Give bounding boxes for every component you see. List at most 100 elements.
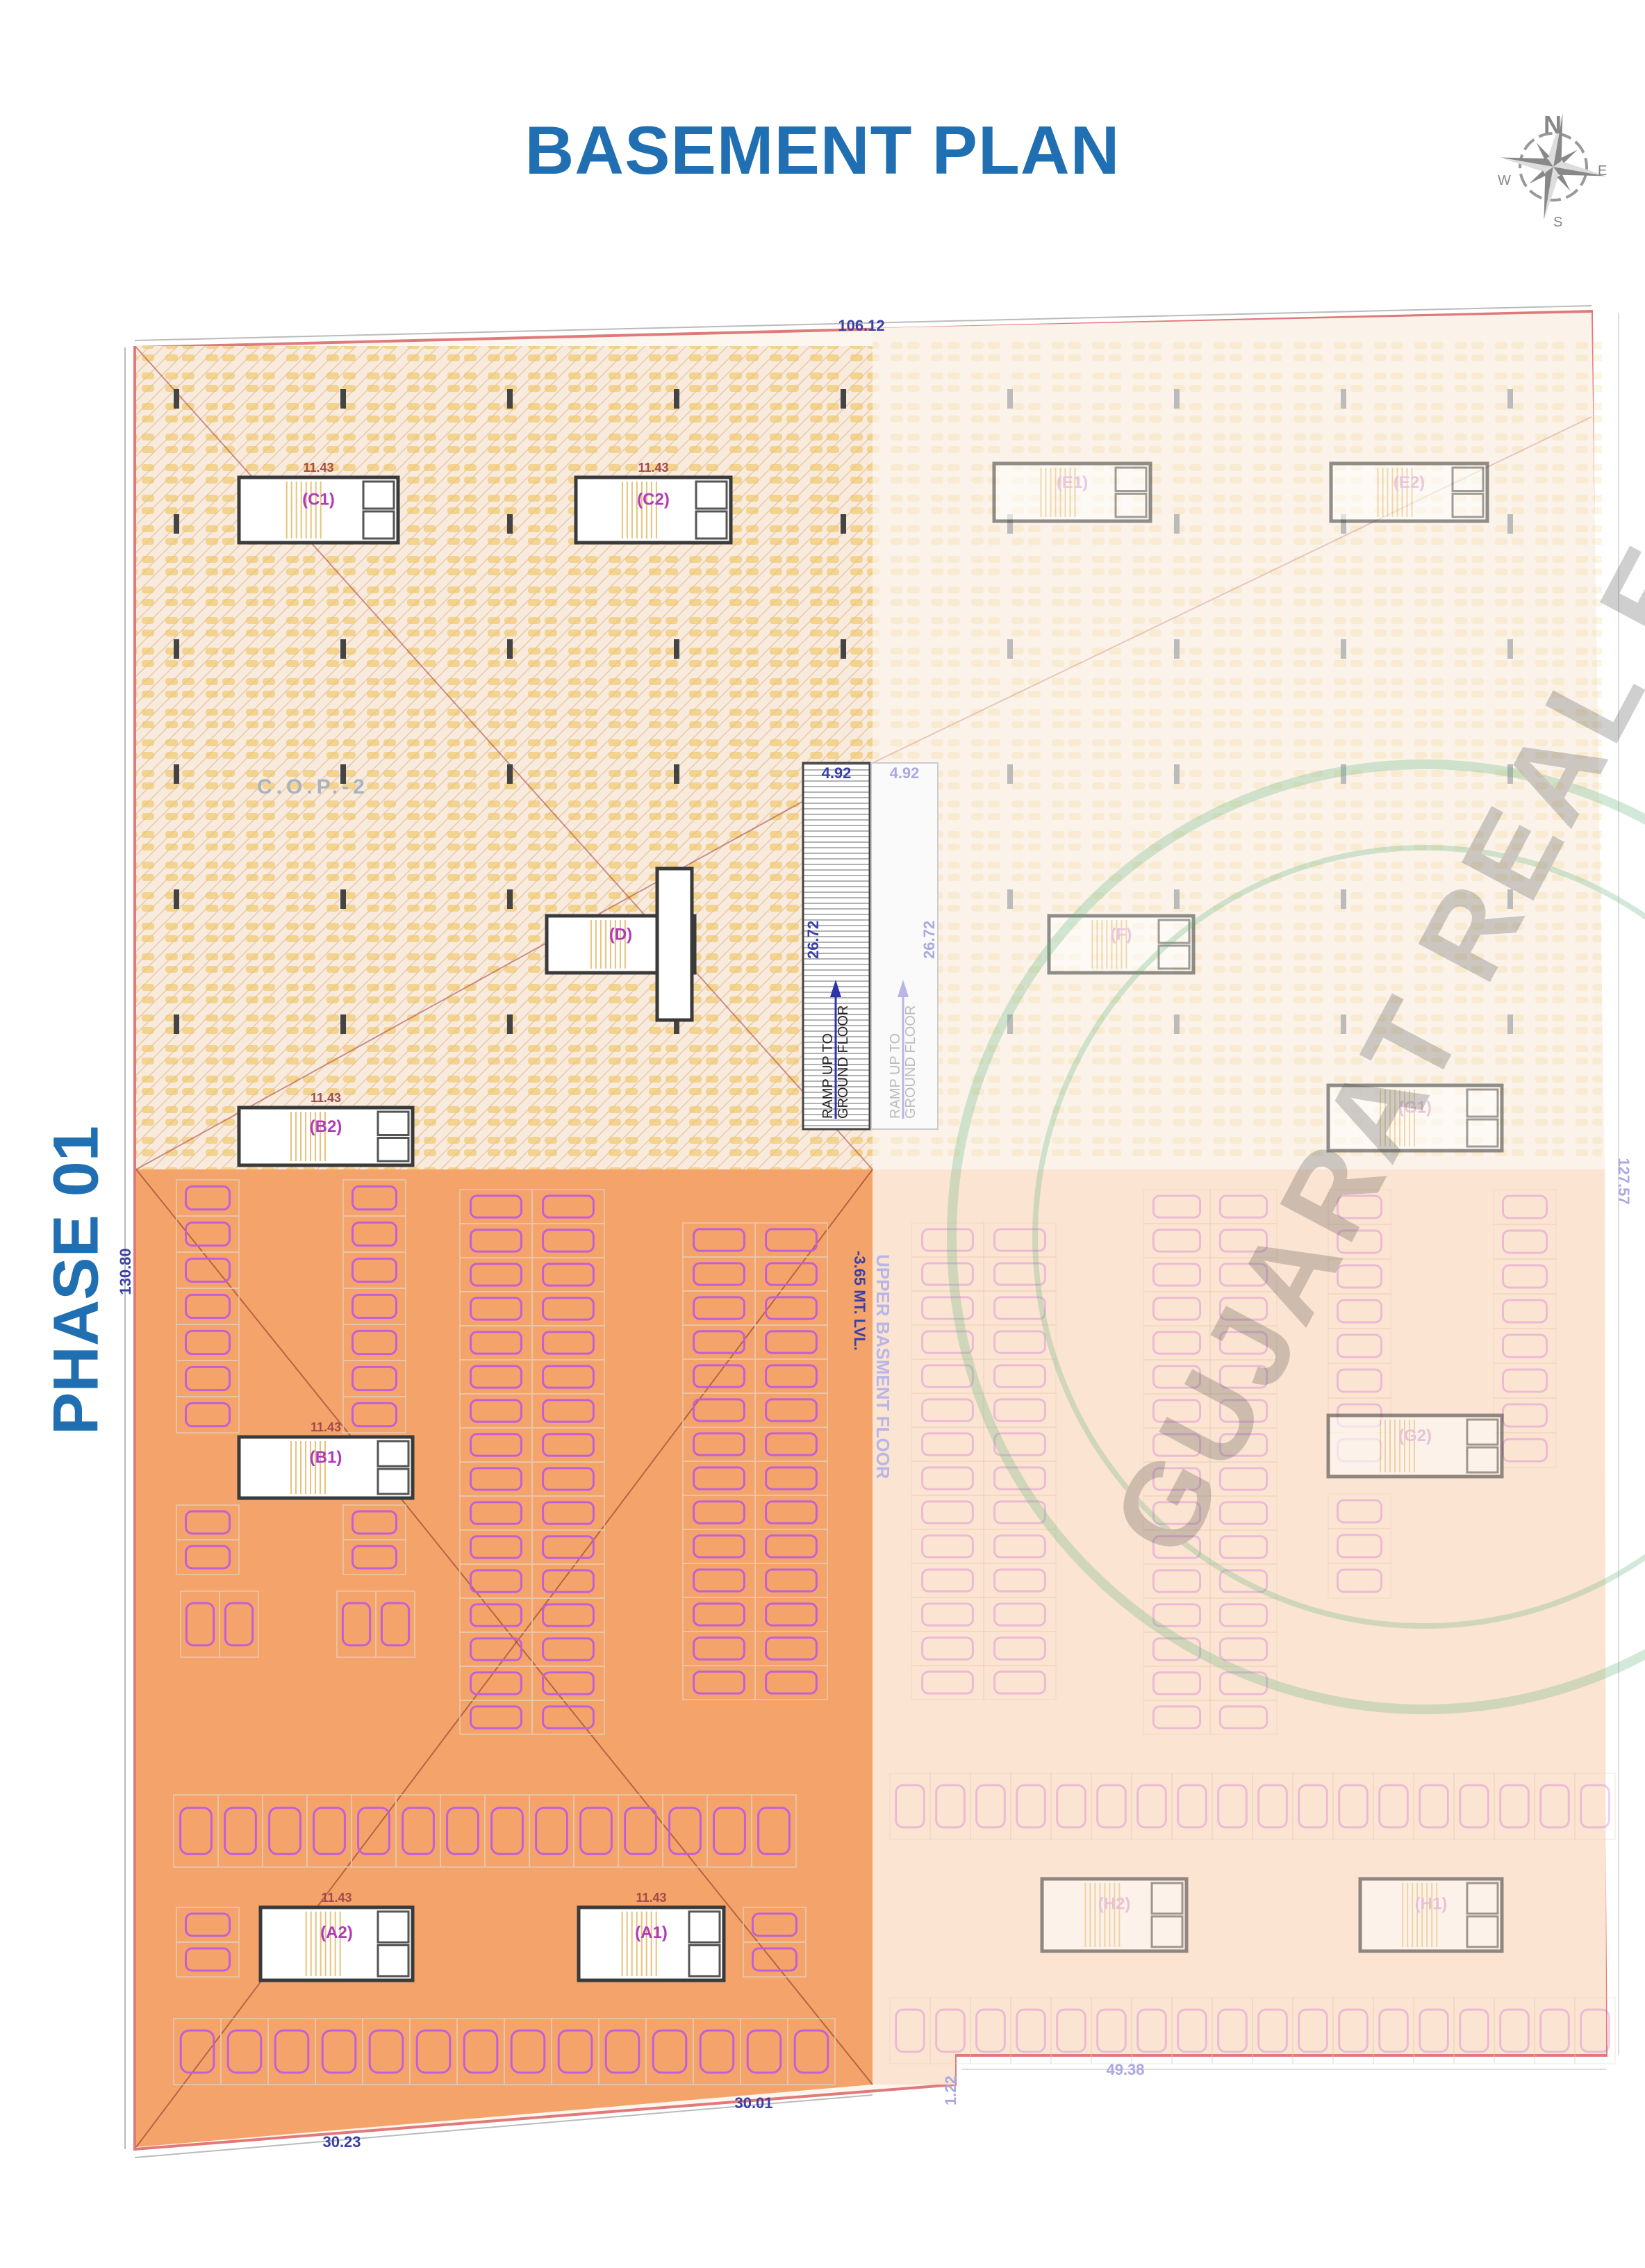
core-g2: (G2) xyxy=(1326,1413,1504,1479)
parking-stall xyxy=(1493,1258,1557,1295)
parking-stall xyxy=(1143,1257,1211,1292)
top-dimension: 106.12 xyxy=(838,317,884,334)
parking-stall xyxy=(1143,1189,1211,1224)
parking-stall xyxy=(1413,1773,1455,1840)
structural-column xyxy=(174,514,179,534)
structural-column xyxy=(174,639,179,659)
structural-column xyxy=(1341,764,1346,784)
parking-stall xyxy=(1171,1773,1213,1840)
parking-stall xyxy=(911,1631,984,1666)
structural-column xyxy=(841,389,846,409)
core-width-dimension: 11.43 xyxy=(638,461,668,475)
parking-stall xyxy=(1091,1773,1132,1840)
parking-stall xyxy=(1010,1997,1052,2064)
core-label: (G2) xyxy=(1398,1427,1432,1445)
parking-stall xyxy=(1209,1529,1278,1565)
parking-stall xyxy=(1292,1773,1334,1840)
parking-stall xyxy=(1534,1773,1576,1840)
parking-stall xyxy=(983,1631,1057,1666)
structural-column xyxy=(1007,514,1013,534)
structural-column xyxy=(507,639,513,659)
parking-stall xyxy=(1332,1997,1374,2064)
parking-stall xyxy=(983,1461,1057,1496)
bottom-right-dimension: 49.38 xyxy=(1106,2061,1144,2078)
parking-stall xyxy=(1453,1773,1495,1840)
ramp-width-dimension-faded: 4.92 xyxy=(890,764,920,782)
structural-column xyxy=(507,514,513,534)
parking-stall xyxy=(929,1997,971,2064)
parking-stall xyxy=(1413,1997,1455,2064)
parking-stall xyxy=(743,1941,807,1978)
core-label: (C1) xyxy=(302,490,335,509)
parking-stall xyxy=(911,1358,984,1394)
structural-column xyxy=(1507,764,1513,784)
structural-column xyxy=(1007,639,1013,659)
structural-column xyxy=(1174,1014,1180,1034)
parking-stall xyxy=(754,1665,828,1700)
core-c2: (C2)11.43 xyxy=(574,461,733,545)
parking-stall xyxy=(1209,1700,1278,1735)
parking-stall xyxy=(1373,1773,1414,1840)
structural-column xyxy=(507,1014,513,1034)
parking-stall xyxy=(1143,1700,1211,1735)
parking-stall xyxy=(1328,1328,1391,1364)
parking-stall xyxy=(983,1256,1057,1292)
core-label: (B2) xyxy=(310,1117,342,1136)
core-c1: (C1)11.43 xyxy=(237,461,400,545)
parking-stall xyxy=(983,1324,1057,1360)
parking-stall xyxy=(911,1495,984,1530)
structural-column xyxy=(1507,889,1513,909)
structural-column xyxy=(841,639,846,659)
structural-column xyxy=(1341,889,1346,909)
structural-column xyxy=(1174,639,1180,659)
structural-column xyxy=(507,389,513,409)
core-label: (H2) xyxy=(1098,1895,1131,1914)
parking-stall xyxy=(1252,1773,1293,1840)
parking-stall xyxy=(970,1773,1011,1840)
parking-stall xyxy=(983,1392,1057,1428)
core-e1: (E1) xyxy=(992,461,1152,523)
parking-stall xyxy=(787,2018,836,2085)
parking-stall xyxy=(983,1358,1057,1394)
parking-stall xyxy=(1143,1393,1211,1429)
structural-column xyxy=(340,389,346,409)
parking-stall xyxy=(970,1997,1011,2064)
parking-stall xyxy=(176,1941,240,1978)
structural-column xyxy=(1007,1014,1013,1034)
structural-column xyxy=(507,764,513,784)
core-label: (G1) xyxy=(1398,1098,1432,1117)
parking-stall xyxy=(1574,1997,1616,2064)
right-dimension: 127.57 xyxy=(1615,1158,1632,1204)
structural-column xyxy=(340,889,346,909)
parking-stall xyxy=(1209,1189,1278,1224)
parking-stall xyxy=(1209,1632,1278,1667)
parking-stall xyxy=(983,1427,1057,1462)
structural-column xyxy=(1007,764,1013,784)
parking-stall xyxy=(911,1529,984,1564)
parking-stall xyxy=(1494,1773,1535,1840)
parking-stall xyxy=(1328,1293,1391,1329)
parking-stall xyxy=(375,1591,415,1658)
core-h2: (H2) xyxy=(1040,1877,1189,1953)
parking-stall xyxy=(219,1591,259,1658)
parking-stall xyxy=(911,1290,984,1326)
core-a2: (A2)11.43 xyxy=(258,1891,415,1982)
structural-column xyxy=(1174,764,1180,784)
parking-stall xyxy=(1328,1563,1391,1599)
structural-column xyxy=(1341,1014,1346,1034)
parking-stall xyxy=(342,1539,406,1575)
parking-stall xyxy=(1143,1597,1211,1633)
parking-stall xyxy=(983,1222,1057,1258)
bottom-left-dimension: 30.23 xyxy=(322,2133,361,2151)
core-width-dimension: 11.43 xyxy=(636,1891,666,1905)
core-label: (H1) xyxy=(1415,1895,1448,1914)
parking-stall xyxy=(911,1665,984,1700)
parking-stall xyxy=(1209,1291,1278,1326)
parking-stall xyxy=(1143,1325,1211,1361)
compass-rose-icon xyxy=(1500,113,1607,220)
parking-stall xyxy=(531,1700,605,1735)
parking-stall xyxy=(1050,1773,1092,1840)
parking-stall xyxy=(1534,1997,1576,2064)
parking-stall xyxy=(1209,1223,1278,1258)
parking-stall xyxy=(1328,1258,1391,1295)
